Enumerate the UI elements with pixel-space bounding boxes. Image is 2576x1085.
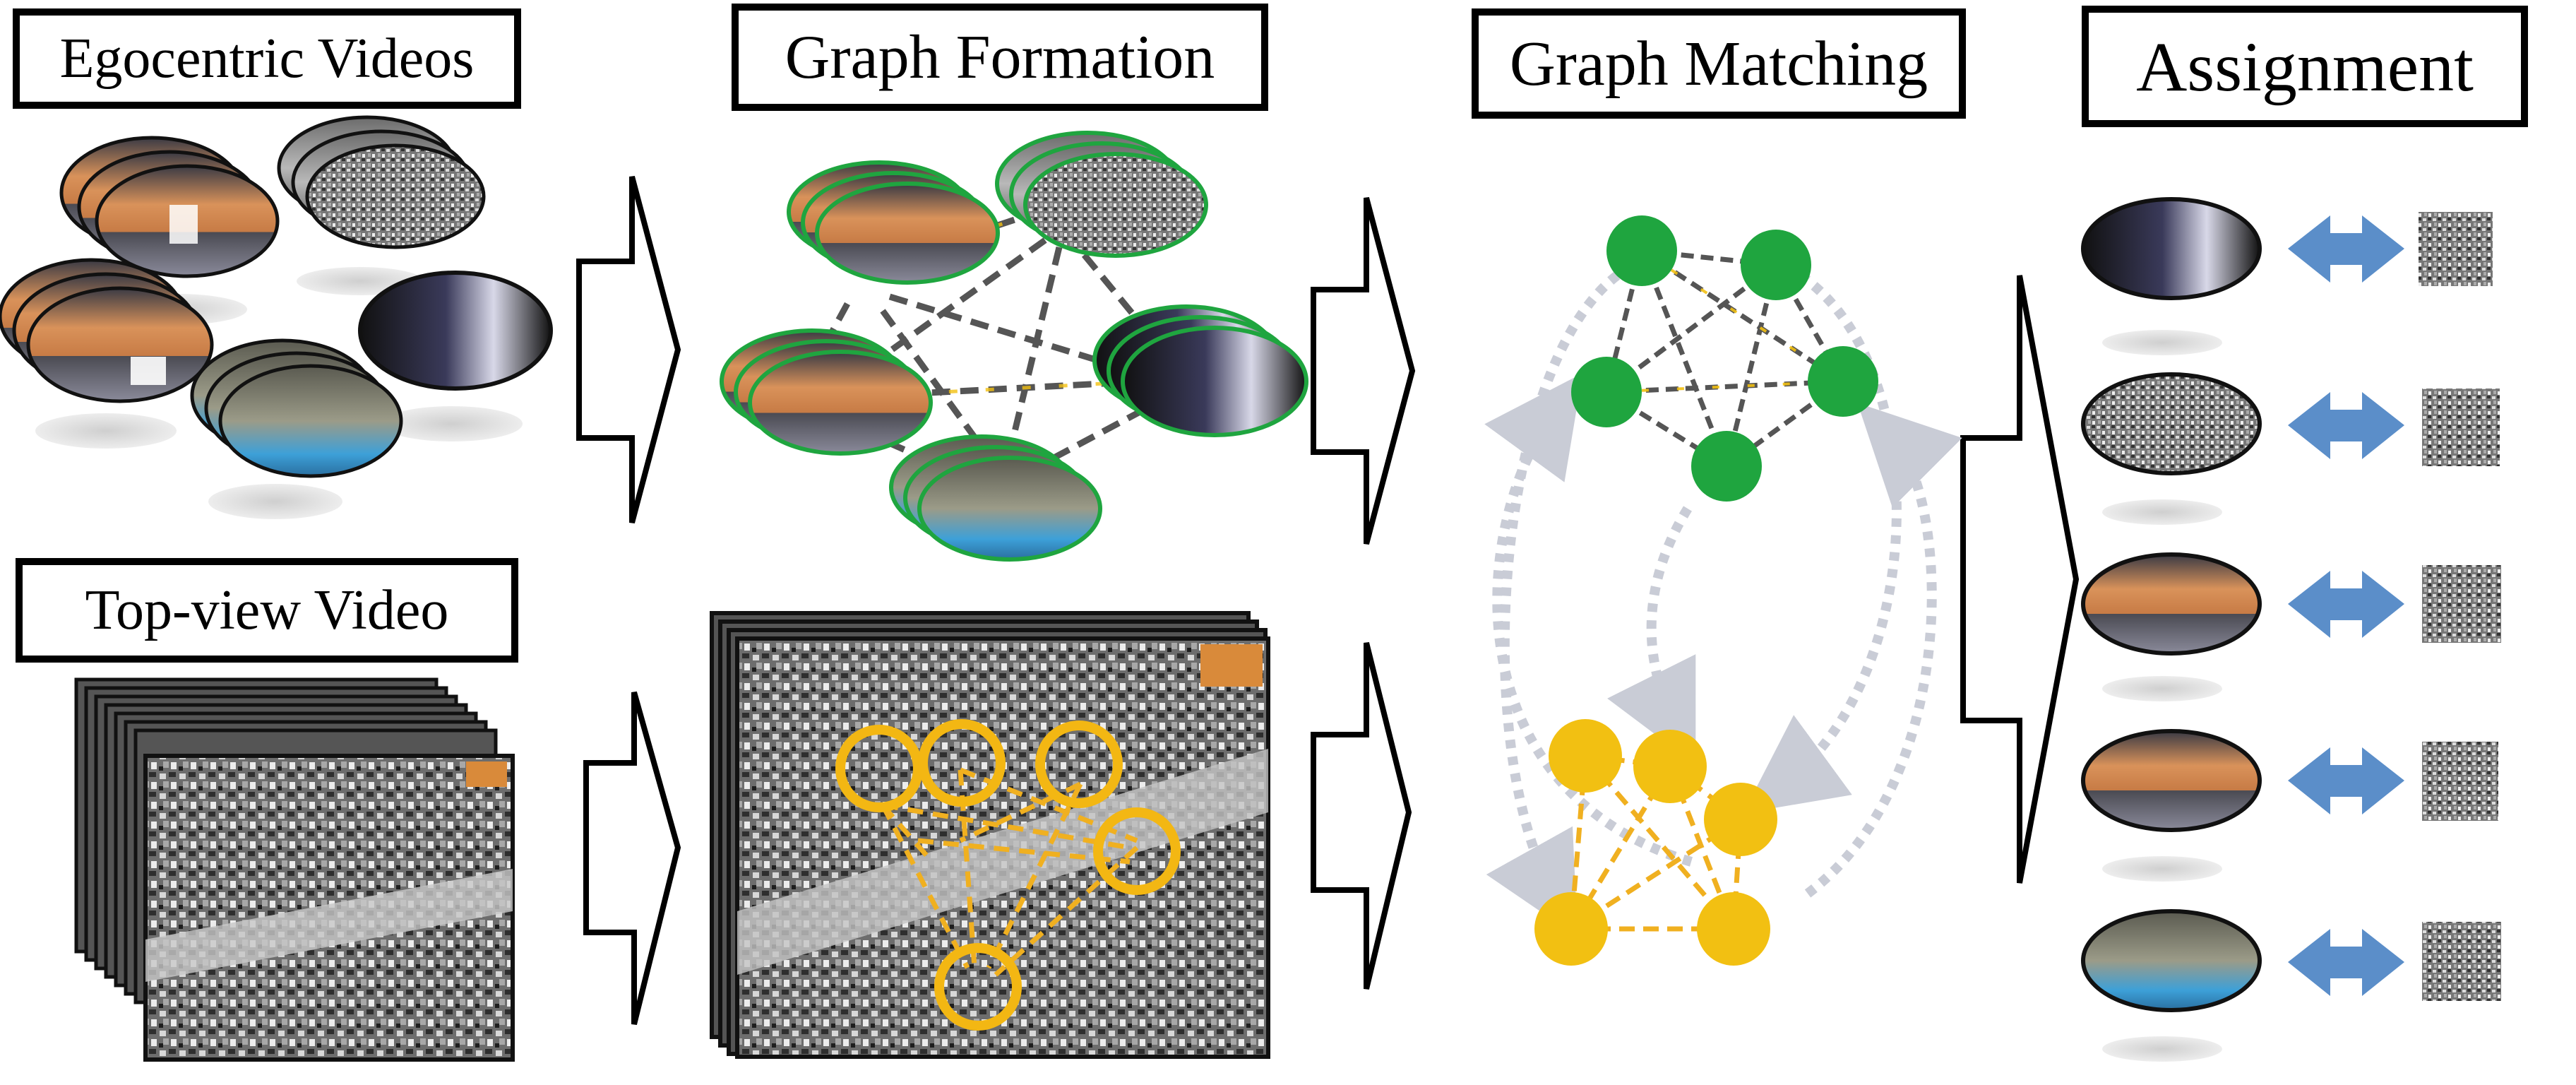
double-headed-arrow-icon bbox=[2288, 929, 2404, 996]
hollow-right-arrow-icon bbox=[1311, 196, 1416, 545]
top-view-video-label: Top-view Video bbox=[16, 558, 518, 663]
graph-matching bbox=[1484, 215, 1962, 966]
graph-matching-label: Graph Matching bbox=[1472, 8, 1966, 119]
hollow-right-arrow-icon bbox=[576, 175, 681, 524]
hollow-right-arrow-icon bbox=[1311, 642, 1412, 990]
ego-graph bbox=[720, 131, 1308, 562]
graph-formation-label: Graph Formation bbox=[732, 4, 1268, 111]
hollow-right-arrow-icon bbox=[583, 691, 681, 1025]
egocentric-videos-label: Egocentric Videos bbox=[13, 8, 521, 109]
double-headed-arrow-icon bbox=[2288, 392, 2404, 459]
assignment-label: Assignment bbox=[2082, 6, 2528, 127]
hollow-right-arrow-icon bbox=[1960, 275, 2080, 884]
top-view-video-stack bbox=[74, 677, 515, 1062]
egocentric-video-stacks bbox=[0, 115, 553, 519]
double-headed-arrow-icon bbox=[2288, 747, 2404, 814]
top-view-graph bbox=[710, 611, 1270, 1059]
double-headed-arrow-icon bbox=[2288, 571, 2404, 638]
assignment-pairs bbox=[2081, 197, 2501, 1062]
double-headed-arrow-icon bbox=[2288, 215, 2404, 283]
